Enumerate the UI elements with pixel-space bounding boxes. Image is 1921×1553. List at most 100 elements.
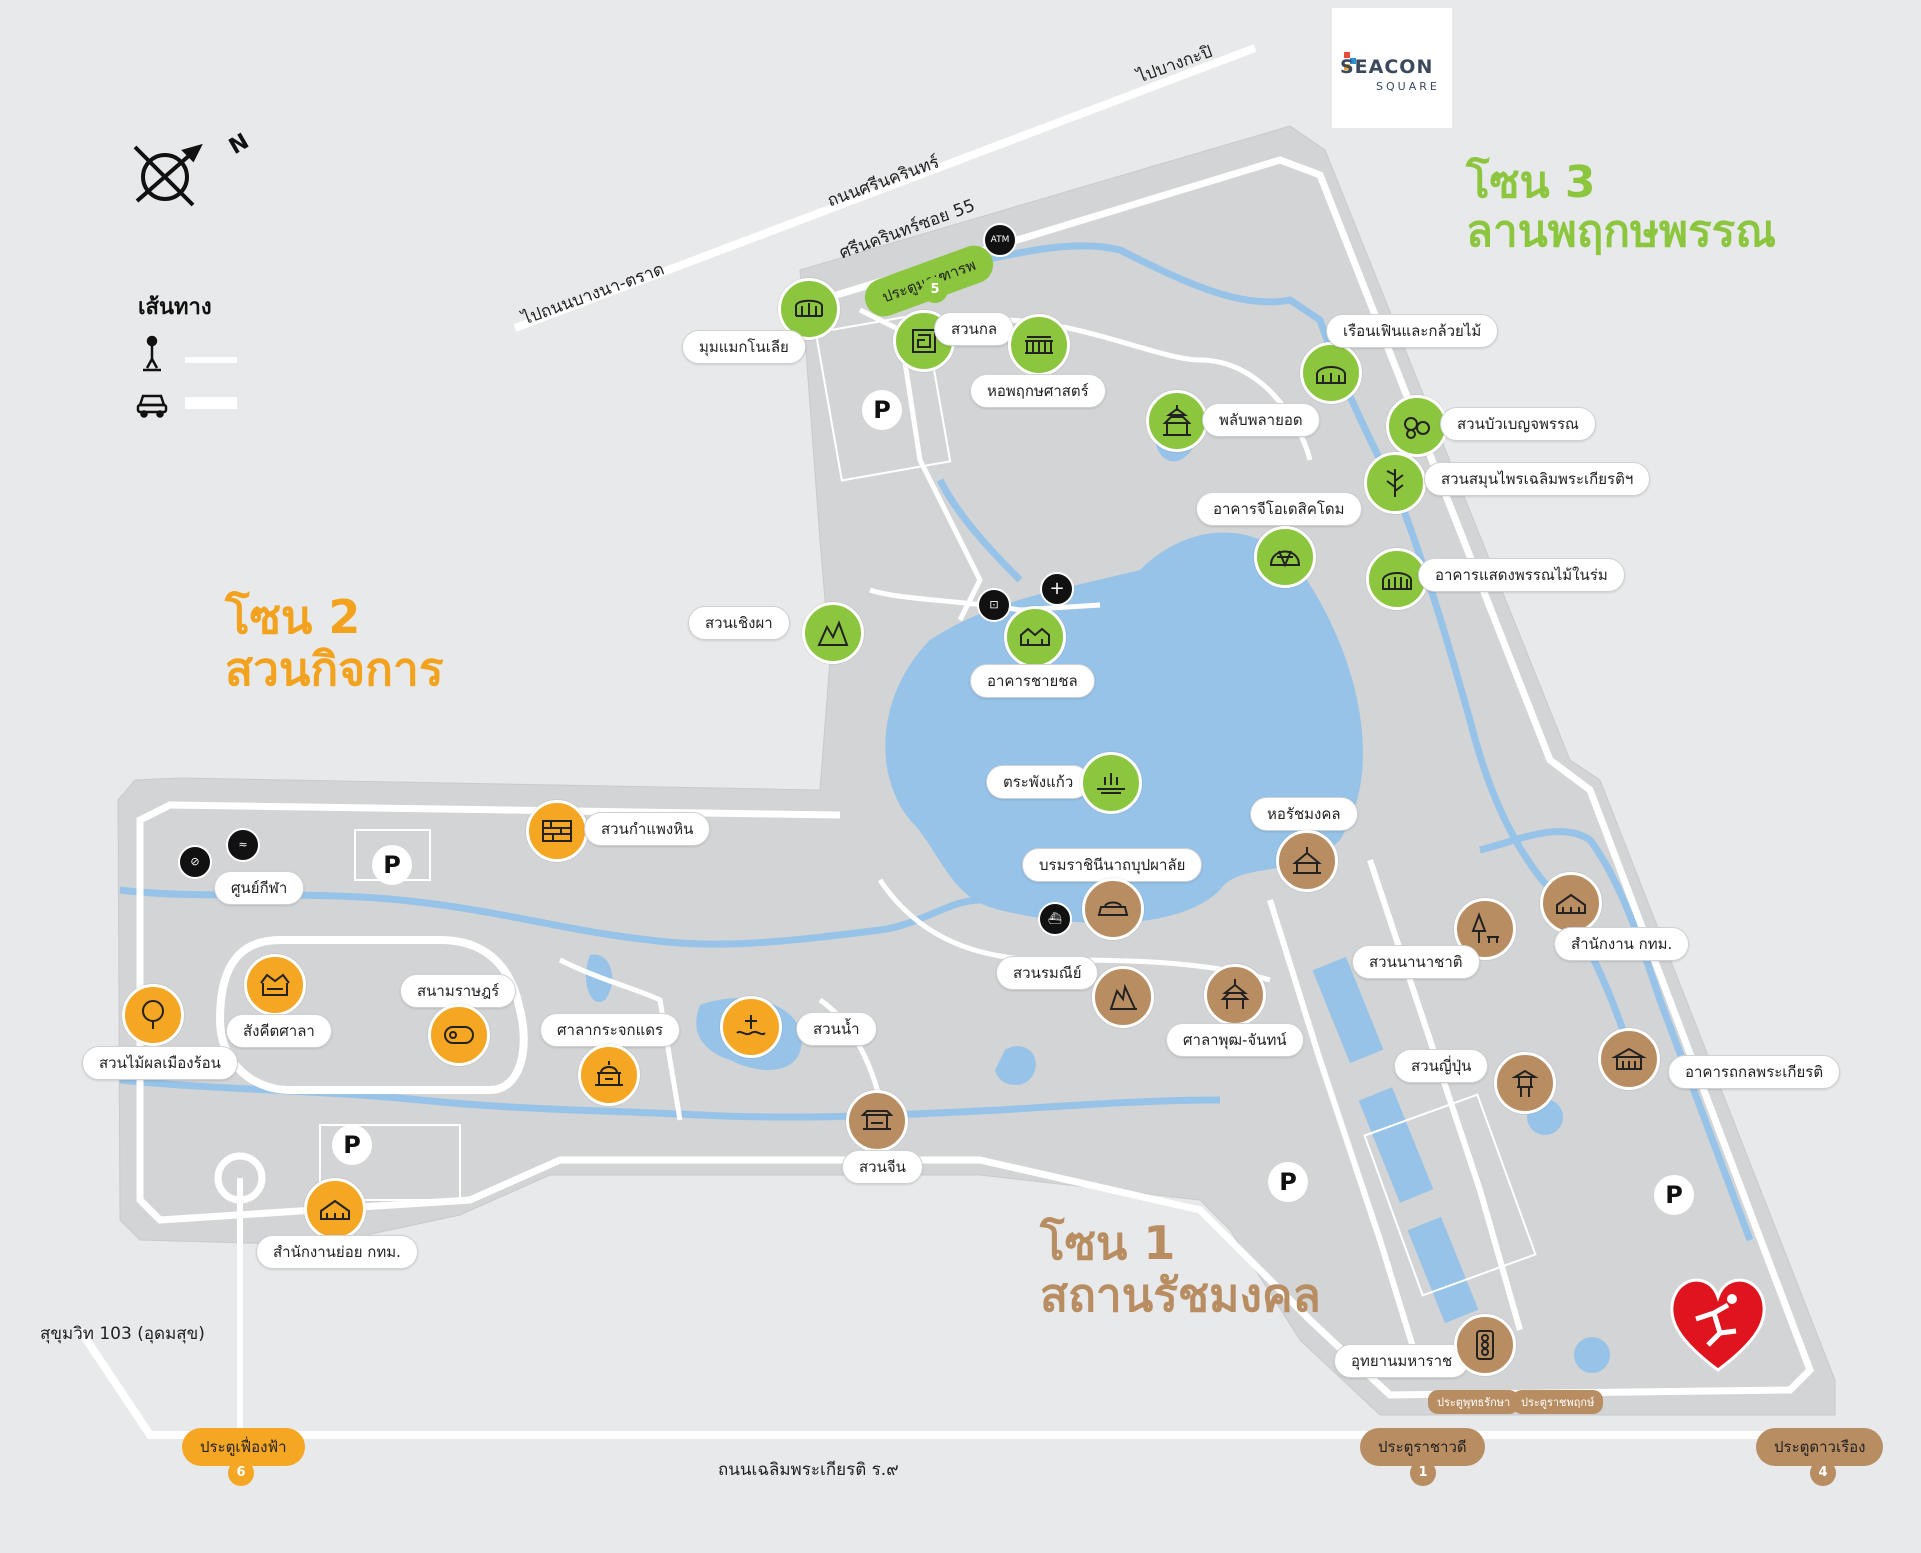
- logo-brand: SEACON: [1340, 56, 1434, 78]
- rock-garden-icon[interactable]: [802, 602, 864, 664]
- label-sport-center: ศูนย์กีฬา: [214, 871, 305, 905]
- swimming-icon: ≈: [226, 828, 260, 862]
- geodesic-dome-icon[interactable]: [1254, 526, 1316, 588]
- label-ho-ratchamongkhon: หอรัชมงคล: [1250, 797, 1358, 831]
- chinese-garden-icon[interactable]: [846, 1090, 908, 1152]
- herbarium-icon[interactable]: [1008, 314, 1070, 376]
- gate-6-number: 6: [228, 1460, 254, 1486]
- label-chaichon-building: อาคารชายชล: [970, 664, 1095, 698]
- label-rock-garden: สวนเชิงผา: [688, 606, 790, 640]
- label-bma-office: สำนักงาน กทม.: [1554, 927, 1690, 961]
- fern-house-icon[interactable]: [1300, 342, 1362, 404]
- bma-sub-office-icon[interactable]: [304, 1178, 366, 1240]
- label-bma-sub-office: สำนักงานย่อย กทม.: [256, 1235, 418, 1269]
- parking-icon-west-top: P: [372, 845, 412, 885]
- legend-walk-line: [185, 357, 237, 363]
- stone-wall-garden-icon[interactable]: [526, 800, 588, 862]
- label-maharaj-park: อุทยานมหาราช: [1334, 1344, 1470, 1378]
- legend-car-line: [185, 397, 237, 409]
- inner-path-5: [1267, 899, 1423, 1371]
- rect-pond-2: [1358, 1087, 1434, 1203]
- walking-person-icon: [143, 335, 161, 372]
- water-garden-icon[interactable]: [720, 996, 782, 1058]
- bottom-road: [76, 1327, 1830, 1439]
- parking-icon-west-bottom: P: [332, 1125, 372, 1165]
- label-fruit-garden: สวนไม้ผลเมืองร้อน: [82, 1046, 238, 1080]
- gate-1-number: 1: [1410, 1460, 1436, 1486]
- label-water-garden: สวนน้ำ: [796, 1012, 877, 1046]
- car-icon: [136, 394, 168, 418]
- label-japanese-garden: สวนญี่ปุ่น: [1394, 1049, 1489, 1083]
- inner-path-3: [869, 587, 1101, 613]
- logo-square-yellow: [1344, 64, 1350, 70]
- parking-lots: [319, 312, 1537, 1297]
- japanese-lantern-icon[interactable]: [1494, 1052, 1556, 1114]
- rainforest-building-icon[interactable]: [1366, 548, 1428, 610]
- label-international-garden: สวนนานาชาติ: [1352, 945, 1480, 979]
- label-rainforest-building: อาคารแสดงพรรณไม้ในร่ม: [1418, 558, 1625, 592]
- sala-putchan-icon[interactable]: [1204, 964, 1266, 1026]
- gate-4[interactable]: ประตูดาวเรือง: [1756, 1428, 1884, 1466]
- compass-icon: [133, 143, 203, 207]
- road-label-chaloem: ถนนเฉลิมพระเกียรติ ร.๙: [718, 1460, 899, 1480]
- logo-square-blue: [1350, 58, 1356, 64]
- no-swimming-icon: ⊘: [178, 845, 212, 879]
- logo-sub: SQUARE: [1376, 80, 1440, 93]
- ho-ratchamongkhon-icon[interactable]: [1276, 830, 1338, 892]
- gate-4-number: 4: [1810, 1460, 1836, 1486]
- fountain-icon[interactable]: [1080, 752, 1142, 814]
- label-sala-putchan: ศาลาพุฒ-จันทน์: [1166, 1023, 1304, 1057]
- gate-5-number: 5: [922, 277, 948, 303]
- label-sangkhit-sala: สังคีตศาลา: [226, 1014, 332, 1048]
- gate-1[interactable]: ประตูราชาวดี: [1360, 1428, 1485, 1466]
- maharaj-park-icon[interactable]: [1454, 1314, 1516, 1376]
- label-herbarium: หอพฤกษศาสตร์: [970, 374, 1106, 408]
- palm-pavilion-icon[interactable]: [1146, 390, 1208, 452]
- fruit-garden-icon[interactable]: [122, 984, 184, 1046]
- sanam-rat-icon[interactable]: [428, 1004, 490, 1066]
- gate-ratchaphruek[interactable]: ประตูราชพฤกษ์: [1512, 1390, 1604, 1414]
- label-palm-pavilion: พลับพลายอด: [1202, 403, 1320, 437]
- chaichon-building-icon[interactable]: [1004, 606, 1066, 668]
- road-label-sukhumvit: สุขุมวิท 103 (อุดมสุข): [40, 1324, 205, 1344]
- bma-office-icon[interactable]: [1540, 872, 1602, 934]
- inner-path-1: [858, 307, 983, 622]
- seacon-square-logo: SEACON SQUARE: [1332, 8, 1452, 128]
- magnolia-icon[interactable]: [778, 278, 840, 340]
- shuttle-bus-icon: ⊡: [977, 588, 1011, 622]
- west-path-1: [558, 957, 683, 1121]
- label-romani-garden: สวนรมณีย์: [996, 956, 1099, 990]
- label-lotus-garden: สวนบัวเบญจพรรณ: [1440, 407, 1596, 441]
- label-sala-krachok: ศาลากระจกแดร: [540, 1013, 681, 1047]
- label-chinese-garden: สวนจีน: [842, 1150, 923, 1184]
- pond-chinese: [995, 1046, 1036, 1085]
- sangkhit-sala-icon[interactable]: [244, 954, 306, 1016]
- west-oval-track: [215, 936, 528, 1094]
- atm-icon: ATM: [983, 223, 1017, 257]
- rect-pond-3: [1407, 1216, 1479, 1324]
- gate-puttharaksa[interactable]: ประตูพุทธรักษา: [1428, 1390, 1520, 1414]
- logo-square-red: [1344, 52, 1350, 58]
- label-geodesic-dome: อาคารจีโอเดสิคโดม: [1196, 492, 1362, 526]
- label-museum: บรมราชินีนาถบุปผาลัย: [1022, 848, 1203, 882]
- label-maze: สวนกล: [934, 312, 1015, 346]
- label-herb-garden: สวนสมุนไพรเฉลิมพระเกียรติฯ: [1424, 462, 1651, 496]
- gate-6[interactable]: ประตูเฟื่องฟ้า: [182, 1428, 305, 1466]
- museum-icon[interactable]: [1082, 878, 1144, 940]
- label-fern-house: เรือนเฟินและกล้วยไม้: [1326, 314, 1499, 348]
- first-aid-icon: +: [1040, 572, 1074, 606]
- romani-garden-icon[interactable]: [1092, 966, 1154, 1028]
- boat-icon: ⛴: [1038, 902, 1072, 936]
- herb-garden-icon[interactable]: [1364, 452, 1426, 514]
- lotus-garden-icon[interactable]: [1386, 395, 1448, 457]
- srinakarin-road: [513, 44, 1257, 332]
- exhibition-building-icon[interactable]: [1598, 1028, 1660, 1090]
- legend-title: เส้นทาง: [138, 295, 212, 320]
- round-pond-2: [1574, 1337, 1610, 1373]
- label-exhibition-building: อาคารถกลพระเกียรติ: [1668, 1055, 1841, 1089]
- sala-krachok-icon[interactable]: [578, 1044, 640, 1106]
- roundabout: [214, 1152, 266, 1204]
